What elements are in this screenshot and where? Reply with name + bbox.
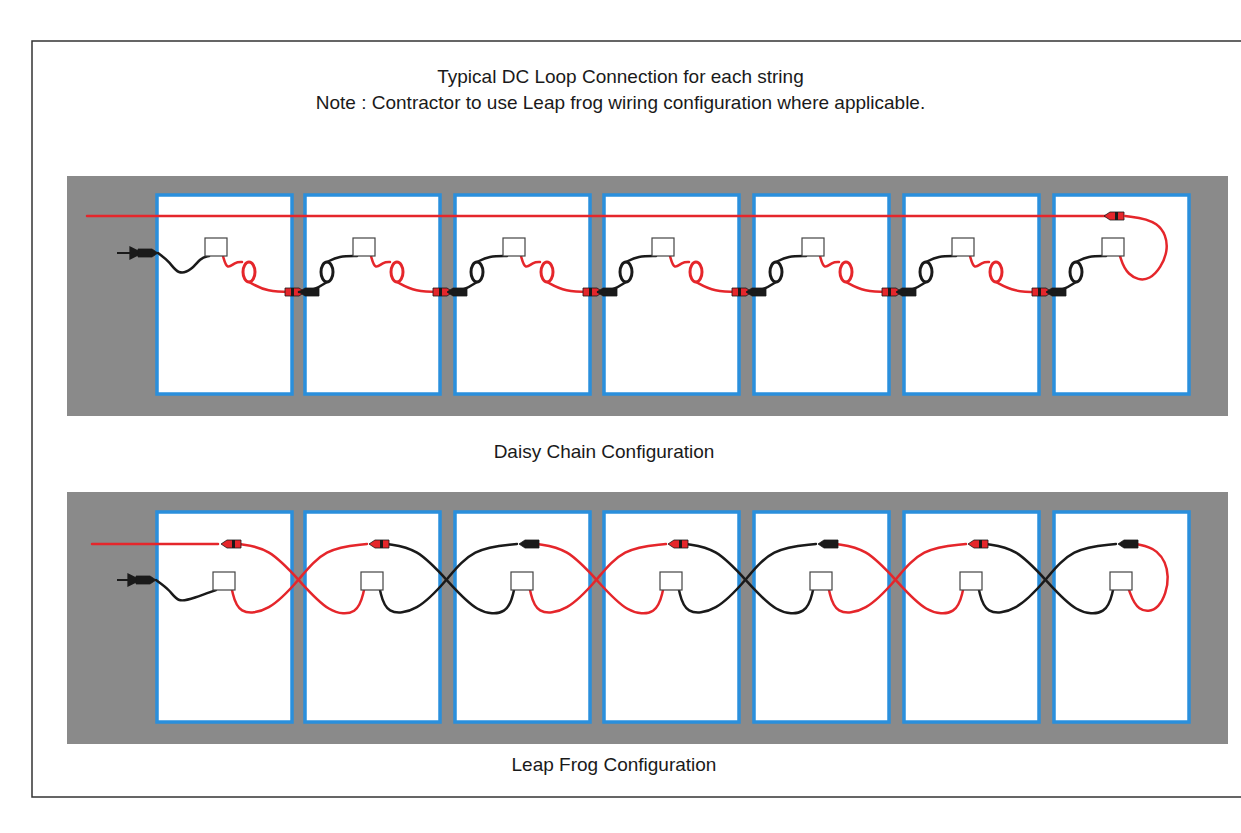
- junction-box: [361, 572, 383, 590]
- cable: [327, 256, 357, 262]
- cable: [986, 544, 1113, 613]
- junction-box: [660, 572, 682, 590]
- cable-coil: [391, 262, 403, 282]
- roof-band: [67, 176, 1228, 416]
- row-caption: Daisy Chain Configuration: [304, 441, 904, 464]
- cable: [299, 282, 327, 292]
- cable: [477, 256, 507, 262]
- frame-border: [32, 41, 1241, 797]
- cable: [239, 544, 364, 613]
- cable: [87, 215, 1110, 218]
- cable-coil: [243, 262, 255, 282]
- cable: [371, 256, 390, 267]
- cable: [223, 256, 242, 267]
- cable: [1129, 544, 1168, 611]
- cable: [156, 580, 216, 600]
- mc4-connector: [968, 540, 988, 548]
- cable: [387, 544, 514, 613]
- junction-box: [213, 572, 235, 590]
- mc4-connector: [818, 540, 838, 548]
- mc4-connector: [136, 576, 156, 584]
- cable: [829, 544, 966, 612]
- solar-module: [754, 195, 889, 394]
- junction-box: [1110, 572, 1132, 590]
- roof-band: [67, 492, 1228, 744]
- cable: [686, 544, 813, 613]
- solar-module: [604, 512, 739, 722]
- mc4-connector: [369, 540, 389, 548]
- cable: [92, 543, 218, 546]
- solar-module: [1054, 195, 1189, 394]
- solar-module: [455, 512, 590, 722]
- mc4-connector: [1104, 212, 1124, 220]
- mc4-connector: [668, 540, 688, 548]
- solar-module: [305, 195, 440, 394]
- cable: [898, 282, 926, 292]
- note-text: Note : Contractor to use Leap frog wirin…: [0, 92, 1241, 115]
- mc4-connector: [221, 540, 241, 548]
- cable: [598, 282, 626, 292]
- cable: [1048, 282, 1076, 292]
- cable: [1076, 256, 1106, 262]
- cable: [748, 282, 776, 292]
- solar-module: [157, 195, 292, 394]
- solar-module: [305, 512, 440, 722]
- row-caption: Leap Frog Configuration: [314, 754, 914, 777]
- junction-box: [1102, 238, 1124, 256]
- mc4-connector: [1118, 540, 1138, 548]
- cable: [626, 256, 656, 262]
- junction-box: [511, 572, 533, 590]
- cable-coil: [990, 262, 1002, 282]
- junction-box: [353, 238, 375, 256]
- junction-box: [952, 238, 974, 256]
- junction-box: [503, 238, 525, 256]
- solar-module: [604, 195, 739, 394]
- cable: [926, 256, 956, 262]
- cable-coil: [541, 262, 553, 282]
- cable: [521, 256, 540, 267]
- solar-module: [455, 195, 590, 394]
- cable: [836, 544, 963, 613]
- junction-box: [652, 238, 674, 256]
- mc4-connector: [519, 540, 539, 548]
- cable: [537, 544, 663, 613]
- junction-box: [802, 238, 824, 256]
- cable: [670, 256, 689, 267]
- cable: [380, 544, 517, 612]
- cable: [1120, 216, 1167, 279]
- cable: [232, 544, 367, 612]
- cable-coil: [690, 262, 702, 282]
- mc4-connector: [138, 249, 158, 257]
- cable: [449, 282, 477, 292]
- cable: [820, 256, 839, 267]
- solar-module: [904, 512, 1039, 722]
- cable-coil: [620, 262, 632, 282]
- junction-box: [810, 572, 832, 590]
- cable-coil: [920, 262, 932, 282]
- cable-coil: [770, 262, 782, 282]
- solar-module: [754, 512, 889, 722]
- junction-box: [960, 572, 982, 590]
- cable-coil: [471, 262, 483, 282]
- cable: [776, 256, 806, 262]
- cable: [158, 253, 209, 272]
- cable-coil: [321, 262, 333, 282]
- diagram-title: Typical DC Loop Connection for each stri…: [0, 66, 1241, 89]
- cable-coil: [840, 262, 852, 282]
- cable-coil: [1070, 262, 1082, 282]
- cable: [970, 256, 989, 267]
- junction-box: [205, 238, 227, 256]
- cable: [679, 544, 816, 612]
- cable: [979, 544, 1116, 612]
- cable: [530, 544, 666, 612]
- solar-module: [904, 195, 1039, 394]
- solar-module: [1054, 512, 1189, 722]
